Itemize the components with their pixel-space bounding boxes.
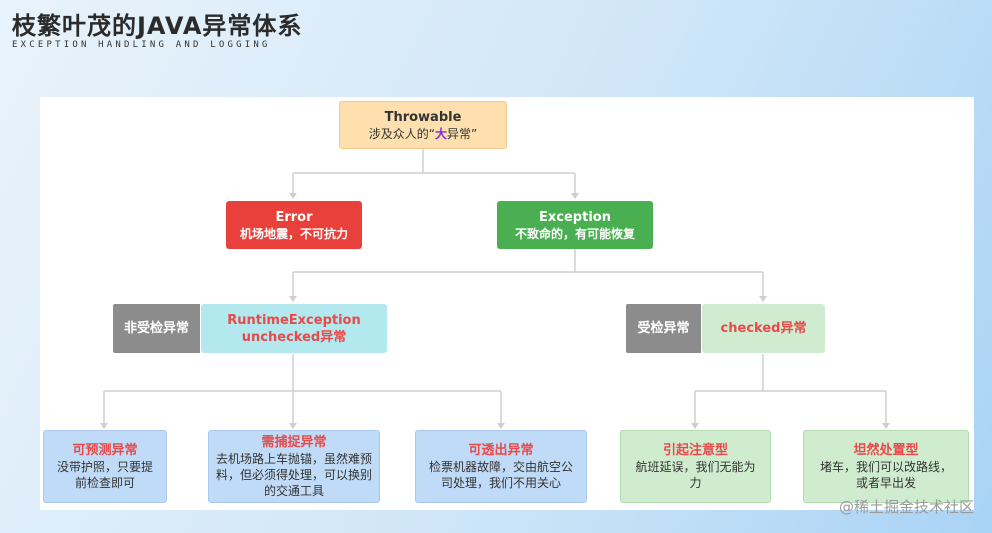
error-desc: 机场地震，不可抗力 <box>239 226 348 241</box>
error-node: Error 机场地震，不可抗力 <box>226 201 362 249</box>
page-title: 枝繁叶茂的JAVA异常体系 <box>12 12 303 40</box>
throwable-node: Throwable 涉及众人的“大异常” <box>339 101 507 149</box>
leaf-pass-through-desc: 检票机器故障，交由航空公司处理，我们不用关心 <box>428 460 573 490</box>
leaf-predictable: 可预测异常 没带护照，只要提前检查即可 <box>43 430 167 503</box>
checked-label: 受检异常 <box>626 304 701 353</box>
leaf-catch-required: 需捕捉异常 去机场路上车抛锚，虽然难预料，但必须得处理，可以换别的交通工具 <box>208 430 380 503</box>
error-title: Error <box>275 209 313 225</box>
leaf-attention-desc: 航班延误，我们无能为力 <box>635 460 756 490</box>
leaf-calm-handling-desc: 堵车，我们可以改路线，或者早出发 <box>819 460 952 490</box>
runtime-desc: unchecked异常 <box>241 329 347 345</box>
throwable-desc-pre: 涉及众人的“ <box>368 126 435 141</box>
exception-node: Exception 不致命的，有可能恢复 <box>497 201 653 249</box>
leaf-calm-handling-title: 坦然处置型 <box>853 443 919 458</box>
checked-exception-node: checked异常 <box>702 304 825 353</box>
page-subtitle: EXCEPTION HANDLING AND LOGGING <box>12 40 271 50</box>
leaf-pass-through: 可透出异常 检票机器故障，交由航空公司处理，我们不用关心 <box>415 430 587 503</box>
checked-label-text: 受检异常 <box>637 321 690 336</box>
leaf-catch-required-desc: 去机场路上车抛锚，虽然难预料，但必须得处理，可以换别的交通工具 <box>216 452 373 498</box>
exception-title: Exception <box>539 209 611 225</box>
throwable-desc-post: 异常” <box>447 126 478 141</box>
unchecked-label-text: 非受检异常 <box>123 321 189 336</box>
exception-desc: 不致命的，有可能恢复 <box>514 226 635 241</box>
throwable-desc: 涉及众人的“大异常” <box>369 126 477 142</box>
leaf-calm-handling: 坦然处置型 堵车，我们可以改路线，或者早出发 <box>803 430 969 503</box>
checked-title: checked异常 <box>720 321 807 336</box>
leaf-predictable-desc: 没带护照，只要提前检查即可 <box>56 460 153 490</box>
throwable-title: Throwable <box>384 109 462 125</box>
leaf-attention-title: 引起注意型 <box>662 443 728 458</box>
runtime-title: RuntimeException <box>227 312 361 328</box>
unchecked-label: 非受检异常 <box>113 304 200 353</box>
throwable-desc-emphasis: 大 <box>434 126 447 141</box>
leaf-attention: 引起注意型 航班延误，我们无能为力 <box>620 430 771 503</box>
leaf-predictable-title: 可预测异常 <box>72 443 138 458</box>
leaf-catch-required-title: 需捕捉异常 <box>261 435 327 450</box>
watermark: @稀土掘金技术社区 <box>838 498 974 516</box>
runtime-exception-node: RuntimeException unchecked异常 <box>201 304 387 353</box>
diagram-canvas: Throwable 涉及众人的“大异常” Error 机场地震，不可抗力 Exc… <box>40 97 974 510</box>
connector-lines <box>100 149 890 429</box>
leaf-pass-through-title: 可透出异常 <box>468 443 534 458</box>
